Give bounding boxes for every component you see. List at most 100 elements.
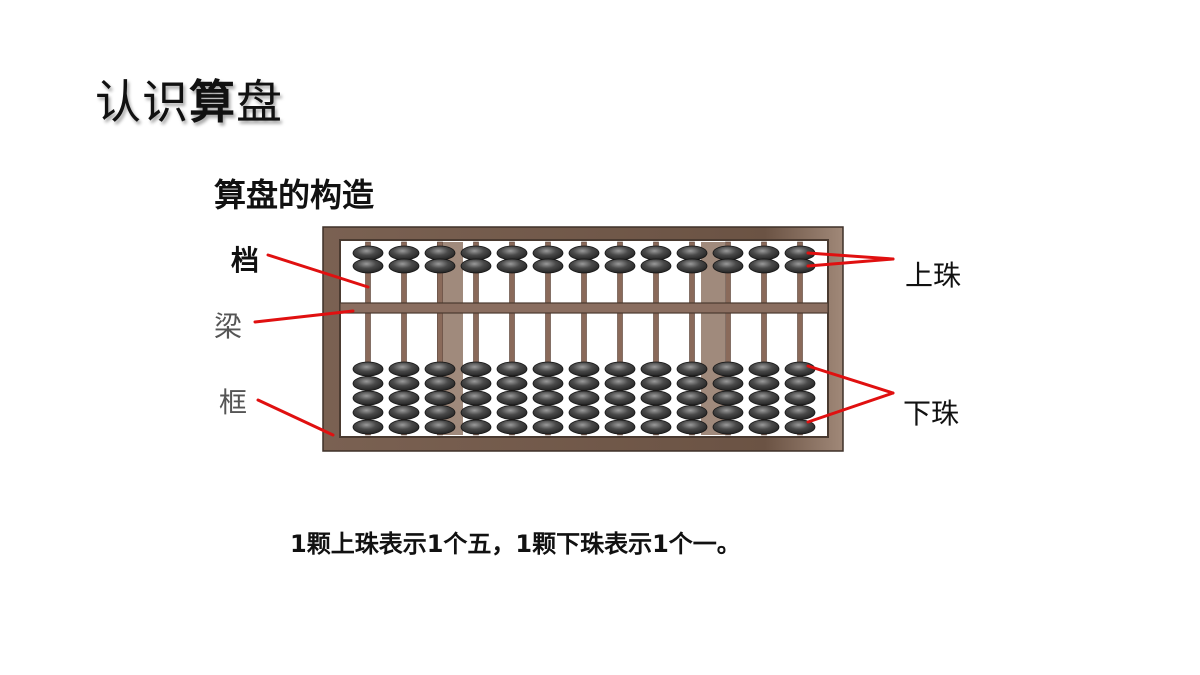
lower-bead (496, 405, 528, 420)
abacus-rod (473, 241, 479, 436)
lower-bead (748, 405, 780, 420)
lower-bead (712, 390, 744, 406)
lower-bead (712, 376, 744, 391)
lower-bead (460, 361, 492, 377)
beads-group (352, 245, 816, 435)
lower-bead (424, 419, 456, 435)
lower-bead (640, 361, 672, 377)
lower-bead (388, 376, 420, 391)
lower-bead (424, 405, 456, 420)
title-text-2: 算 (189, 75, 236, 129)
pointer-frame (256, 398, 335, 437)
lower-bead (460, 390, 492, 406)
lower-bead (604, 390, 636, 406)
upper-bead (640, 258, 672, 274)
lower-bead (604, 405, 636, 420)
upper-bead (460, 245, 492, 261)
upper-bead (460, 258, 492, 274)
lower-bead (352, 405, 384, 420)
lower-bead (352, 376, 384, 391)
pointer-upper-1 (806, 251, 895, 261)
lower-bead (676, 376, 708, 391)
label-frame: 框 (219, 386, 248, 419)
section-subtitle: 算盘的构造 (214, 176, 375, 214)
lower-bead (460, 405, 492, 420)
label-rod: 档 (231, 244, 260, 277)
rods-group (365, 241, 803, 436)
lower-bead (496, 390, 528, 406)
upper-bead (712, 245, 744, 261)
lower-bead (352, 419, 384, 435)
lower-bead (388, 361, 420, 377)
lower-bead (676, 390, 708, 406)
abacus-rod (437, 241, 443, 436)
abacus-rod (653, 241, 659, 436)
lower-bead (532, 390, 564, 406)
lower-bead (604, 361, 636, 377)
lower-bead (640, 390, 672, 406)
upper-bead (352, 245, 384, 261)
lower-bead (784, 419, 816, 435)
lower-bead (568, 405, 600, 420)
upper-bead (496, 258, 528, 274)
lower-bead (604, 376, 636, 391)
upper-bead (748, 258, 780, 274)
upper-bead (424, 258, 456, 274)
lower-bead (496, 376, 528, 391)
lower-bead (676, 405, 708, 420)
abacus-rod (401, 241, 407, 436)
upper-bead (532, 258, 564, 274)
title-text-3: 盘 (236, 75, 283, 129)
lower-bead (640, 376, 672, 391)
lower-bead (352, 390, 384, 406)
lower-bead (460, 419, 492, 435)
upper-bead (712, 258, 744, 274)
upper-bead (640, 245, 672, 261)
lower-bead (532, 361, 564, 377)
lower-bead (640, 419, 672, 435)
lower-bead (784, 361, 816, 377)
lower-bead (424, 390, 456, 406)
abacus-beam (339, 302, 829, 314)
lower-bead (604, 419, 636, 435)
lower-bead (748, 361, 780, 377)
lower-bead (424, 376, 456, 391)
lower-bead (784, 376, 816, 391)
upper-bead (676, 258, 708, 274)
upper-bead (748, 245, 780, 261)
upper-bead (568, 245, 600, 261)
lower-bead (748, 419, 780, 435)
lower-bead (568, 361, 600, 377)
lower-bead (748, 376, 780, 391)
lower-bead (712, 405, 744, 420)
lower-bead (568, 376, 600, 391)
abacus-rod (797, 241, 803, 436)
label-upper-beads: 上珠 (905, 259, 962, 292)
upper-bead (388, 258, 420, 274)
upper-bead (388, 245, 420, 261)
label-beam: 梁 (214, 310, 243, 343)
abacus-rod (689, 241, 695, 436)
pointer-upper-2 (806, 257, 895, 268)
lower-bead (532, 419, 564, 435)
label-lower-beads: 下珠 (903, 397, 960, 430)
pointer-lower-1 (806, 364, 895, 395)
lower-bead (388, 405, 420, 420)
abacus-rod (581, 241, 587, 436)
abacus-rod (617, 241, 623, 436)
lower-bead (712, 361, 744, 377)
lower-bead (784, 405, 816, 420)
page-title: 认识算盘 (95, 66, 283, 132)
upper-bead (604, 258, 636, 274)
lower-bead (784, 390, 816, 406)
lower-bead (460, 376, 492, 391)
upper-bead (532, 245, 564, 261)
upper-bead (676, 245, 708, 261)
upper-bead (352, 258, 384, 274)
title-text-1: 认识 (95, 75, 189, 129)
lower-bead (532, 376, 564, 391)
upper-bead (496, 245, 528, 261)
abacus-rod (365, 241, 371, 436)
upper-bead (568, 258, 600, 274)
upper-bead (424, 245, 456, 261)
